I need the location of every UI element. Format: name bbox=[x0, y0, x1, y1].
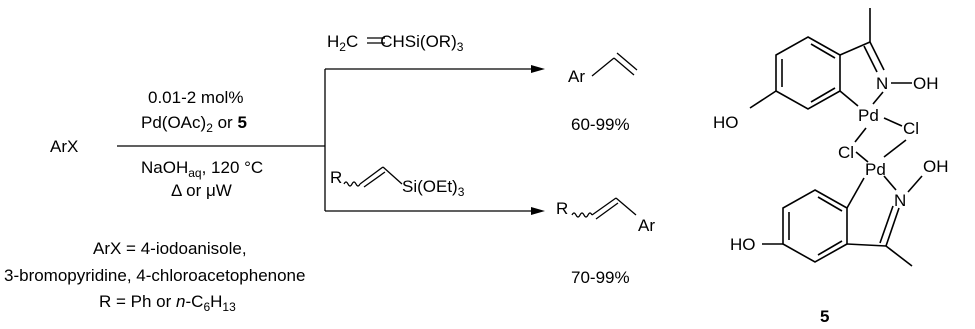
lower-reagent-bond-2 bbox=[382, 166, 403, 185]
lower-reagent-bond-1b bbox=[363, 171, 386, 188]
lower-c-pd-bond bbox=[846, 177, 865, 209]
lower-reagent-r: R bbox=[330, 168, 342, 187]
lower-reagent-bond-1 bbox=[359, 166, 384, 185]
atom-cl-right: Cl bbox=[903, 119, 919, 138]
lower-product-bond-2 bbox=[615, 197, 637, 216]
catalyst-label: 5 bbox=[820, 307, 829, 326]
lower-reagent-wavy-bond bbox=[343, 181, 361, 187]
upper-ring-inner-bond-3 bbox=[810, 87, 836, 103]
atom-oh-top: OH bbox=[913, 74, 939, 93]
atom-pd-bottom: Pd bbox=[865, 160, 886, 179]
lower-product-bond-1b bbox=[595, 202, 619, 220]
lower-product-r: R bbox=[556, 199, 568, 218]
upper-product-bond-2 bbox=[613, 57, 635, 76]
scope-line-3: R = Ph or n-C6H13 bbox=[99, 292, 236, 314]
upper-n-pd-bond bbox=[872, 91, 884, 105]
pd-cl-bond-right-top bbox=[883, 117, 903, 127]
scope-line-2: 3-bromopyridine, 4-chloroacetophenone bbox=[4, 266, 305, 285]
atom-oh-bottom: OH bbox=[923, 157, 949, 176]
atom-n-bottom: N bbox=[894, 191, 906, 210]
lower-arrowhead-icon bbox=[531, 207, 545, 215]
lower-pd-n-bond bbox=[883, 175, 897, 191]
upper-ring-inner-bond-1 bbox=[810, 43, 836, 59]
lower-product-bond-1 bbox=[591, 197, 617, 216]
upper-yield: 60-99% bbox=[571, 115, 630, 134]
condition-loading: 0.01-2 mol% bbox=[148, 88, 243, 107]
condition-heating: Δ or μW bbox=[171, 181, 232, 200]
upper-arrowhead-icon bbox=[531, 65, 545, 73]
upper-benzene-ring bbox=[775, 36, 841, 110]
lower-product-ar: Ar bbox=[638, 216, 655, 235]
pd-cl-bond-left-bottom bbox=[855, 151, 869, 163]
atom-ho-bottom: HO bbox=[730, 235, 756, 254]
condition-catalyst: Pd(OAc)2 or 5 bbox=[141, 113, 247, 135]
scope-line-1: ArX = 4-iodoanisole, bbox=[93, 239, 247, 258]
lower-ring-inner-bond-1 bbox=[817, 196, 843, 212]
catalyst-structure: N OH HO Pd Cl Cl Pd N OH HO bbox=[713, 8, 949, 267]
upper-product-bond-2b bbox=[616, 52, 638, 71]
upper-product-bond-1 bbox=[591, 57, 615, 77]
lower-c-c-bond bbox=[846, 243, 887, 247]
atom-cl-left: Cl bbox=[838, 143, 854, 162]
upper-c-o-bond bbox=[749, 90, 777, 109]
atom-pd-top: Pd bbox=[858, 106, 879, 125]
upper-c-pd-bond bbox=[839, 90, 859, 107]
pd-cl-bond-left-top bbox=[854, 127, 867, 143]
upper-product-ar: Ar bbox=[568, 67, 585, 86]
lower-methyl-bond bbox=[885, 245, 913, 267]
lower-ring-inner-bond-3 bbox=[817, 240, 843, 256]
condition-base-temp: NaOHaq, 120 °C bbox=[141, 158, 263, 180]
lower-n-o-bond bbox=[907, 175, 923, 193]
upper-c-c-bond bbox=[839, 41, 871, 56]
lower-c-n-bond bbox=[885, 207, 900, 247]
upper-c-n-bond bbox=[869, 41, 885, 71]
lower-benzene-ring bbox=[782, 189, 848, 263]
pd-cl-bond-right-bottom bbox=[883, 139, 907, 158]
upper-c-n-bond-double bbox=[863, 45, 878, 73]
lower-reagent-silyl: Si(OEt)3 bbox=[402, 177, 465, 199]
lower-yield: 70-99% bbox=[571, 268, 630, 287]
lower-product-wavy-bond bbox=[571, 212, 593, 218]
atom-n-top: N bbox=[876, 74, 888, 93]
lower-c-n-bond-double bbox=[879, 205, 894, 244]
atom-ho-top: HO bbox=[713, 113, 739, 132]
reactant-label: ArX bbox=[50, 137, 78, 156]
